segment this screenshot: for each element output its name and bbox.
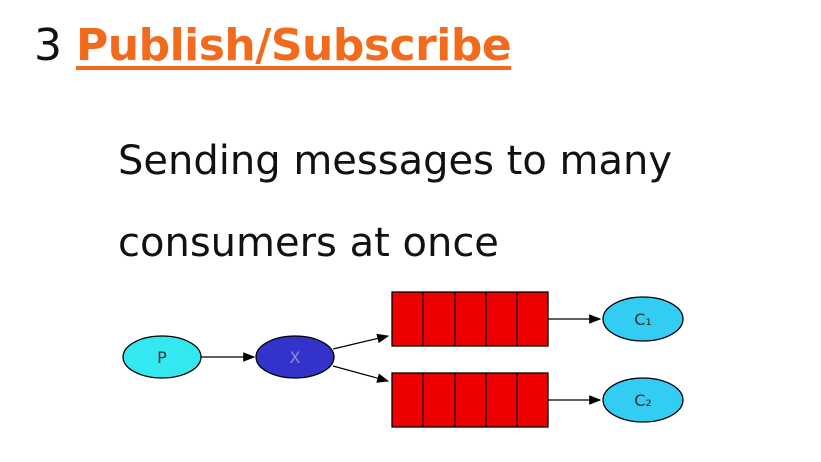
section-number: 3 [34,20,62,71]
exchange-label: X [290,348,301,367]
producer-label: P [157,348,167,367]
arrow-exchange-to-queue-2 [332,365,390,383]
title-row: 3 Publish/Subscribe [34,20,512,71]
subtitle-line-1: Sending messages to many [118,138,673,184]
queue-2 [391,372,549,428]
consumer-1-node: C₁ [602,296,684,342]
consumer-2-label: C₂ [634,391,652,410]
producer-node: P [122,335,202,379]
arrow-exchange-to-queue-1 [332,333,390,350]
subtitle-line-2: consumers at once [118,220,499,266]
consumer-1-label: C₁ [634,310,652,329]
consumer-2-node: C₂ [602,377,684,423]
exchange-node: X [255,335,335,379]
queue-1 [391,291,549,347]
publish-subscribe-link[interactable]: Publish/Subscribe [76,20,512,71]
